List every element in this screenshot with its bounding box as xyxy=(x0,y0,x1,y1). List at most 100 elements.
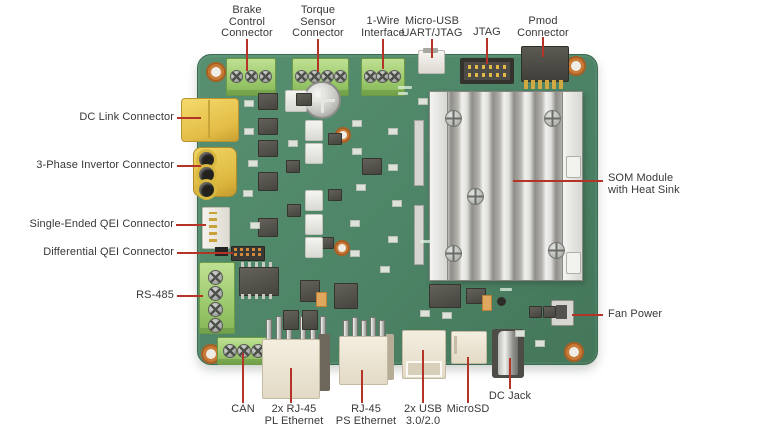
capacitor xyxy=(305,214,323,235)
callout-line-three-phase xyxy=(177,165,201,167)
silkscreen-mark xyxy=(500,288,512,291)
soic-legs xyxy=(241,262,275,267)
dc-link-connector xyxy=(181,98,239,142)
callout-line-pmod xyxy=(542,37,544,57)
capacitor xyxy=(305,143,323,164)
mounting-hole xyxy=(564,342,584,362)
soic-legs xyxy=(241,294,275,299)
ic-chip xyxy=(286,160,300,173)
heatsink-end-plate xyxy=(562,91,583,281)
label-dc-jack: DC Jack xyxy=(488,390,532,402)
smd-component xyxy=(392,200,402,207)
mounting-hole xyxy=(334,240,350,256)
smd-component xyxy=(316,292,327,307)
label-single-ended-qei-connector: Single-Ended QEI Connector xyxy=(29,218,174,230)
callout-line-diff-qei xyxy=(177,252,233,254)
terminal-screw xyxy=(334,70,347,83)
callout-line-torque xyxy=(317,39,319,72)
label-microsd: MicroSD xyxy=(446,403,490,415)
terminal-screw xyxy=(230,70,243,83)
ic-chip xyxy=(287,204,301,217)
callout-line-dc-jack xyxy=(509,358,511,389)
ic-chip xyxy=(296,93,312,106)
label-dc-link-connector: DC Link Connector xyxy=(79,111,174,123)
label-three-phase-invertor-connector: 3-Phase Invertor Connector xyxy=(36,159,174,171)
label-jtag: JTAG xyxy=(473,26,501,38)
ic-chip xyxy=(362,158,382,175)
label-brake-control-connector: Brake Control Connector xyxy=(221,4,273,39)
smd-component xyxy=(352,120,362,127)
heatsink-screw xyxy=(445,110,462,127)
smd-component xyxy=(482,295,492,311)
dc-jack-barrel xyxy=(498,331,518,375)
label-som-module-heatsink: SOM Module with Heat Sink xyxy=(608,172,680,196)
capacitor xyxy=(305,120,323,141)
callout-line-can xyxy=(242,353,244,403)
smd-component xyxy=(250,222,260,229)
ic-chip xyxy=(334,283,358,309)
pmod-pins xyxy=(524,80,566,89)
callout-line-rj45-ps xyxy=(361,370,363,403)
callout-line-som xyxy=(513,180,603,182)
smd-component xyxy=(356,184,366,191)
label-torque-sensor-connector: Torque Sensor Connector xyxy=(292,4,344,39)
ic-chip xyxy=(258,118,278,135)
rj45-ps-ethernet-port xyxy=(339,336,388,385)
silkscreen-mark xyxy=(420,240,432,243)
smd-component xyxy=(288,140,298,147)
callout-line-micro-usb xyxy=(431,39,433,58)
callout-line-usb xyxy=(422,350,424,403)
terminal-screw xyxy=(223,344,237,358)
callout-line-rs485 xyxy=(177,295,203,297)
ic-chip xyxy=(529,306,542,318)
capacitor xyxy=(305,190,323,211)
callout-line-rj45-pl xyxy=(290,368,292,403)
silkscreen-mark xyxy=(398,86,412,89)
rj45-ps-side xyxy=(386,334,394,380)
capacitor xyxy=(497,297,506,306)
terminal-screw xyxy=(208,318,223,333)
callout-line-microsd xyxy=(467,357,469,403)
smd-component xyxy=(350,220,360,227)
mounting-hole xyxy=(201,344,221,364)
smd-component xyxy=(215,247,228,256)
smd-component xyxy=(248,160,258,167)
callout-line-dc-link xyxy=(177,117,201,119)
label-rj45-ps-ethernet: RJ-45 PS Ethernet xyxy=(335,403,397,427)
heatsink-clip xyxy=(566,156,581,178)
terminal-screw xyxy=(237,344,251,358)
ic-chip xyxy=(258,93,278,110)
dc-link-divider xyxy=(208,100,210,138)
capacitor xyxy=(305,237,323,258)
smd-component xyxy=(352,148,362,155)
microsd-notch xyxy=(454,336,457,354)
heatsink-screw xyxy=(544,110,561,127)
heatsink-screw xyxy=(548,242,565,259)
som-connector-strip xyxy=(414,205,424,265)
micro-usb-port xyxy=(423,48,438,53)
ic-chip xyxy=(328,133,342,145)
smd-component xyxy=(535,340,545,347)
ic-chip xyxy=(543,306,556,318)
terminal-screw xyxy=(295,70,308,83)
jtag-pins xyxy=(468,73,506,77)
label-rs485: RS-485 xyxy=(136,289,174,301)
smd-component xyxy=(388,236,398,243)
usb-tongue xyxy=(406,361,442,377)
label-rj45-pl-ethernet: 2x RJ-45 PL Ethernet xyxy=(264,403,324,427)
smd-component xyxy=(515,330,525,337)
smd-component xyxy=(244,128,254,135)
terminal-screw xyxy=(259,70,272,83)
ic-chip xyxy=(283,310,299,330)
smd-component xyxy=(243,190,253,197)
ic-chip xyxy=(258,140,278,157)
jtag-pins xyxy=(468,65,506,69)
label-differential-qei-connector: Differential QEI Connector xyxy=(43,246,174,258)
single-ended-qei-pins xyxy=(209,212,217,242)
terminal-screw xyxy=(245,70,258,83)
rj45-pl-side xyxy=(318,334,330,391)
terminal-screw xyxy=(388,70,401,83)
ic-chip xyxy=(429,284,461,308)
label-one-wire-interface: 1-Wire Interface xyxy=(361,15,405,39)
